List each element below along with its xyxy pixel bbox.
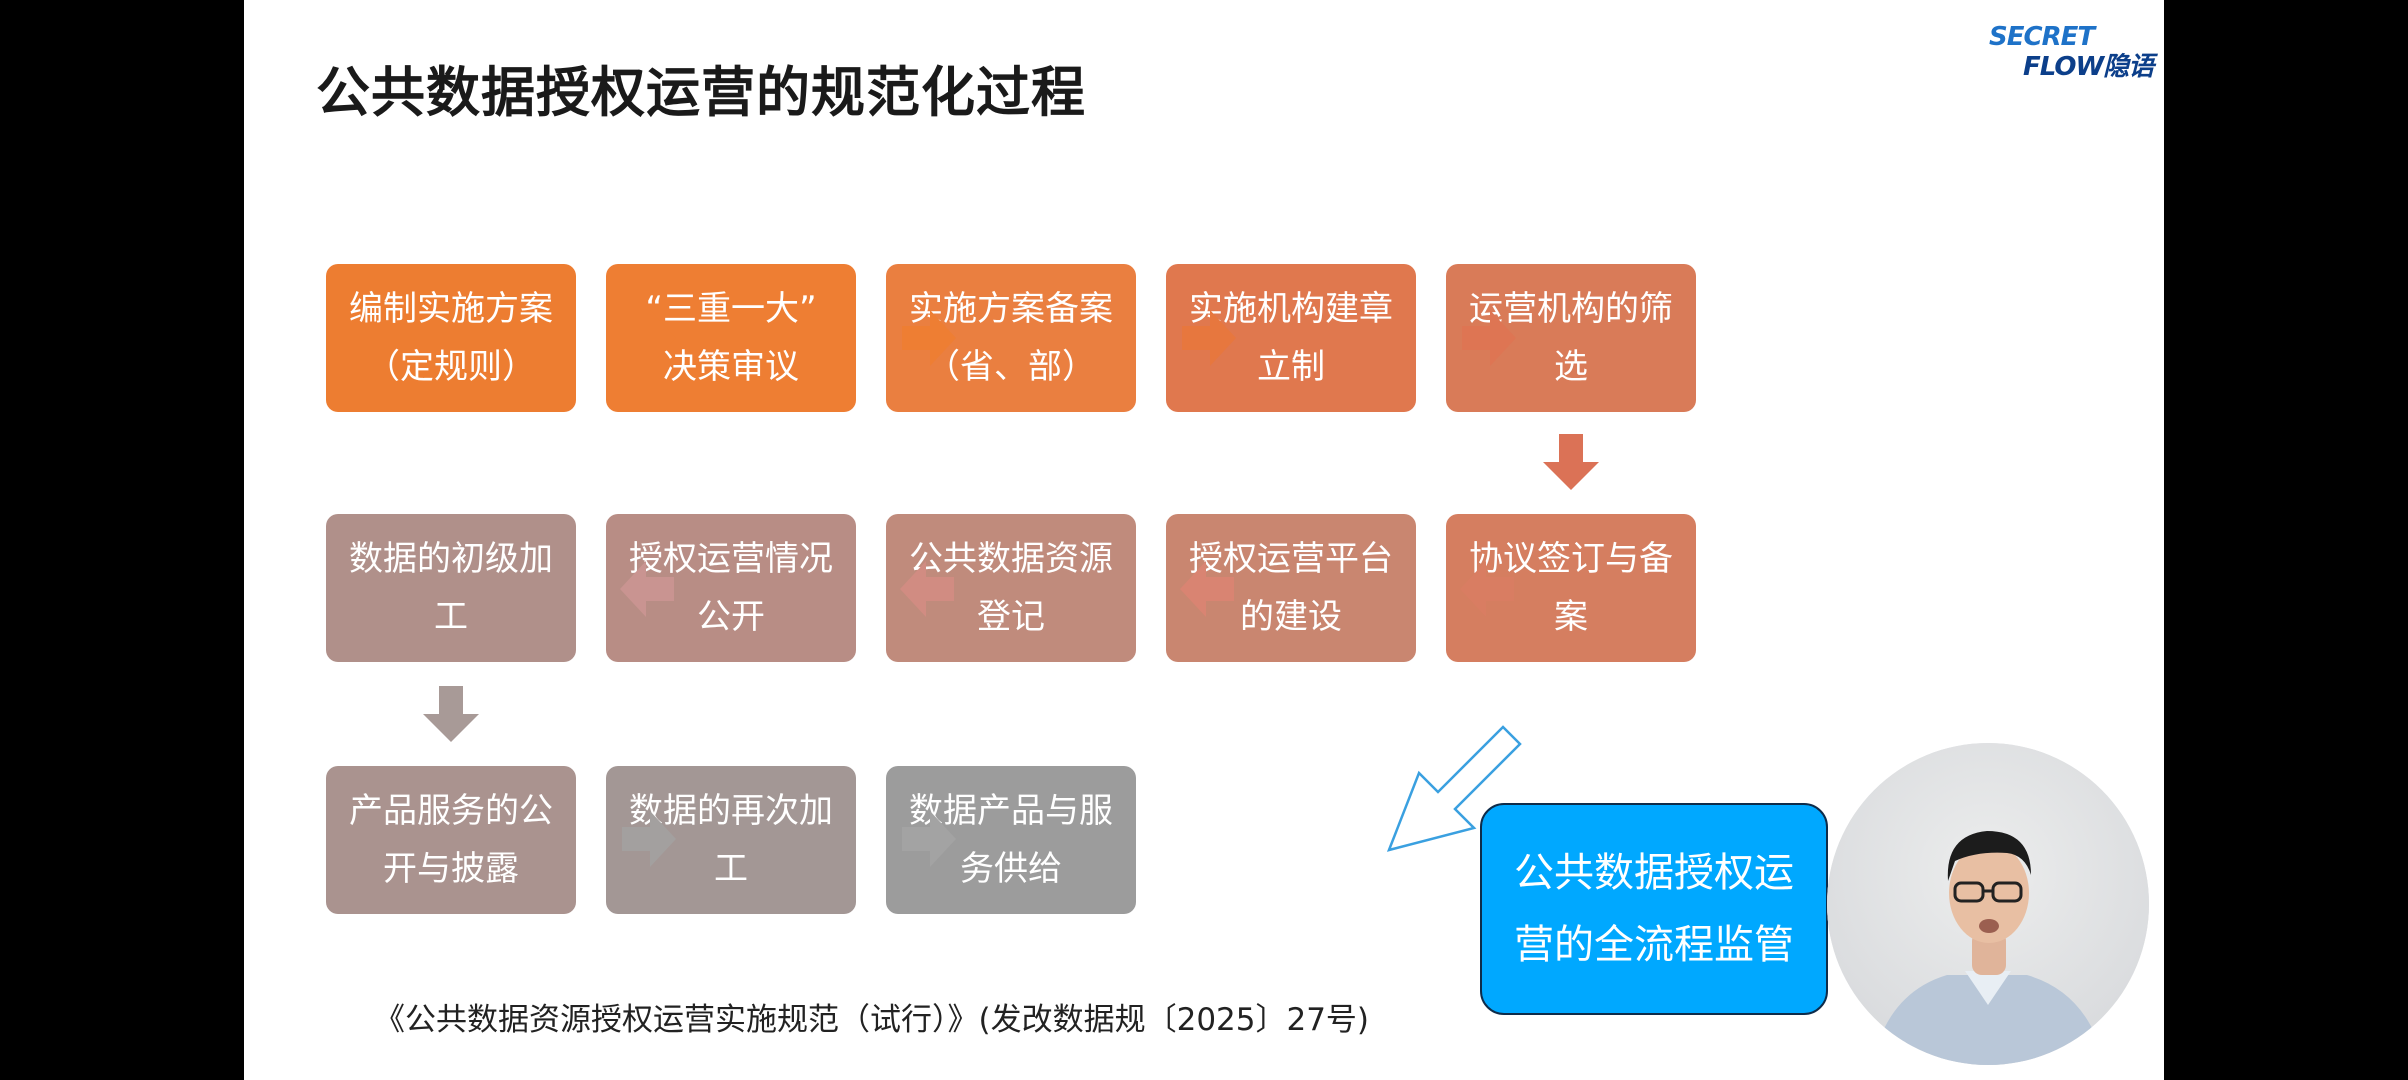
step-label-line-2: 登记 [977, 597, 1045, 637]
arrow-right-icon [622, 310, 676, 366]
step-label-line-2: 务供给 [960, 849, 1062, 889]
step-label-line-2: 立制 [1257, 347, 1325, 387]
outline-arrow-icon [1386, 725, 1522, 852]
step-label-line-1: 数据的初级加 [349, 539, 553, 579]
step-primary-processing: 数据的初级加工 [326, 514, 576, 662]
arrow-right-icon [1182, 310, 1236, 366]
step-label-line-2: 决策审议 [662, 347, 799, 387]
callout-line-2: 营的全流程监管 [1514, 922, 1794, 968]
step-label-line-2: （定规则） [366, 347, 536, 387]
logo-line-2: FLOW隐语 [2023, 52, 2154, 82]
step-label-line-1: 协议签订与备 [1469, 539, 1673, 579]
secretflow-logo: SECRET FLOW隐语 [1989, 22, 2154, 82]
step-label-line-1: 授权运营平台 [1189, 539, 1393, 579]
slide-title: 公共数据授权运营的规范化过程 [316, 61, 1086, 124]
step-label-line-2: 公开 [697, 597, 765, 637]
presenter-avatar-icon [1827, 743, 2149, 1065]
step-compile-plan: 编制实施方案 （定规则） [326, 264, 576, 412]
step-label-line-1: 运营机构的筛 [1469, 289, 1673, 329]
step-label-line-2: 开与披露 [383, 849, 519, 889]
step-label-line-2: 工 [434, 597, 468, 637]
arrow-right-icon [1462, 310, 1516, 366]
step-label-line-2: 案 [1554, 597, 1588, 637]
step-label-line-1: 编制实施方案 [349, 289, 553, 329]
arrow-left-icon [1180, 561, 1234, 617]
callout-line-1: 公共数据授权运 [1514, 850, 1794, 896]
arrow-right-icon [902, 310, 956, 366]
step-product-supply: 数据产品与服务供给 [886, 766, 1136, 914]
slide: 公共数据授权运营的规范化过程 SECRET FLOW隐语 编制实施方案 （定规则）… [244, 0, 2164, 1080]
step-label-line-1: 数据的再次加 [629, 791, 833, 831]
step-label-line-2: 的建设 [1240, 597, 1342, 637]
step-label-line-1: 实施方案备案 [909, 289, 1113, 329]
step-label-line-1: 产品服务的公 [349, 791, 553, 831]
arrow-left-icon [900, 561, 954, 617]
step-label-line-2: （省、部） [926, 347, 1096, 387]
step-label-line-1: 授权运营情况 [629, 539, 833, 579]
arrow-left-icon [1460, 561, 1514, 617]
logo-line-1: SECRET [1989, 22, 2095, 52]
step-label-line-2: 选 [1554, 347, 1588, 387]
supervision-callout: 公共数据授权运 营的全流程监管 [1480, 803, 1828, 1015]
step-label-line-1: 实施机构建章 [1189, 289, 1393, 329]
arrow-right-icon [622, 811, 676, 867]
arrow-right-icon [902, 811, 956, 867]
step-product-disclosure: 产品服务的公开与披露 [326, 766, 576, 914]
source-footnote: 《公共数据资源授权运营实施规范（试行）》(发改数据规〔2025〕27号) [374, 1002, 1370, 1038]
arrow-down-icon [423, 686, 479, 742]
step-label-line-1: 公共数据资源 [909, 539, 1113, 579]
arrow-left-icon [620, 561, 674, 617]
step-label-line-2: 工 [714, 849, 748, 889]
presenter-video [1827, 743, 2149, 1065]
arrow-down-icon [1543, 434, 1599, 490]
step-label-line-1: “三重一大” [645, 289, 817, 329]
step-label-line-1: 数据产品与服 [909, 791, 1113, 831]
